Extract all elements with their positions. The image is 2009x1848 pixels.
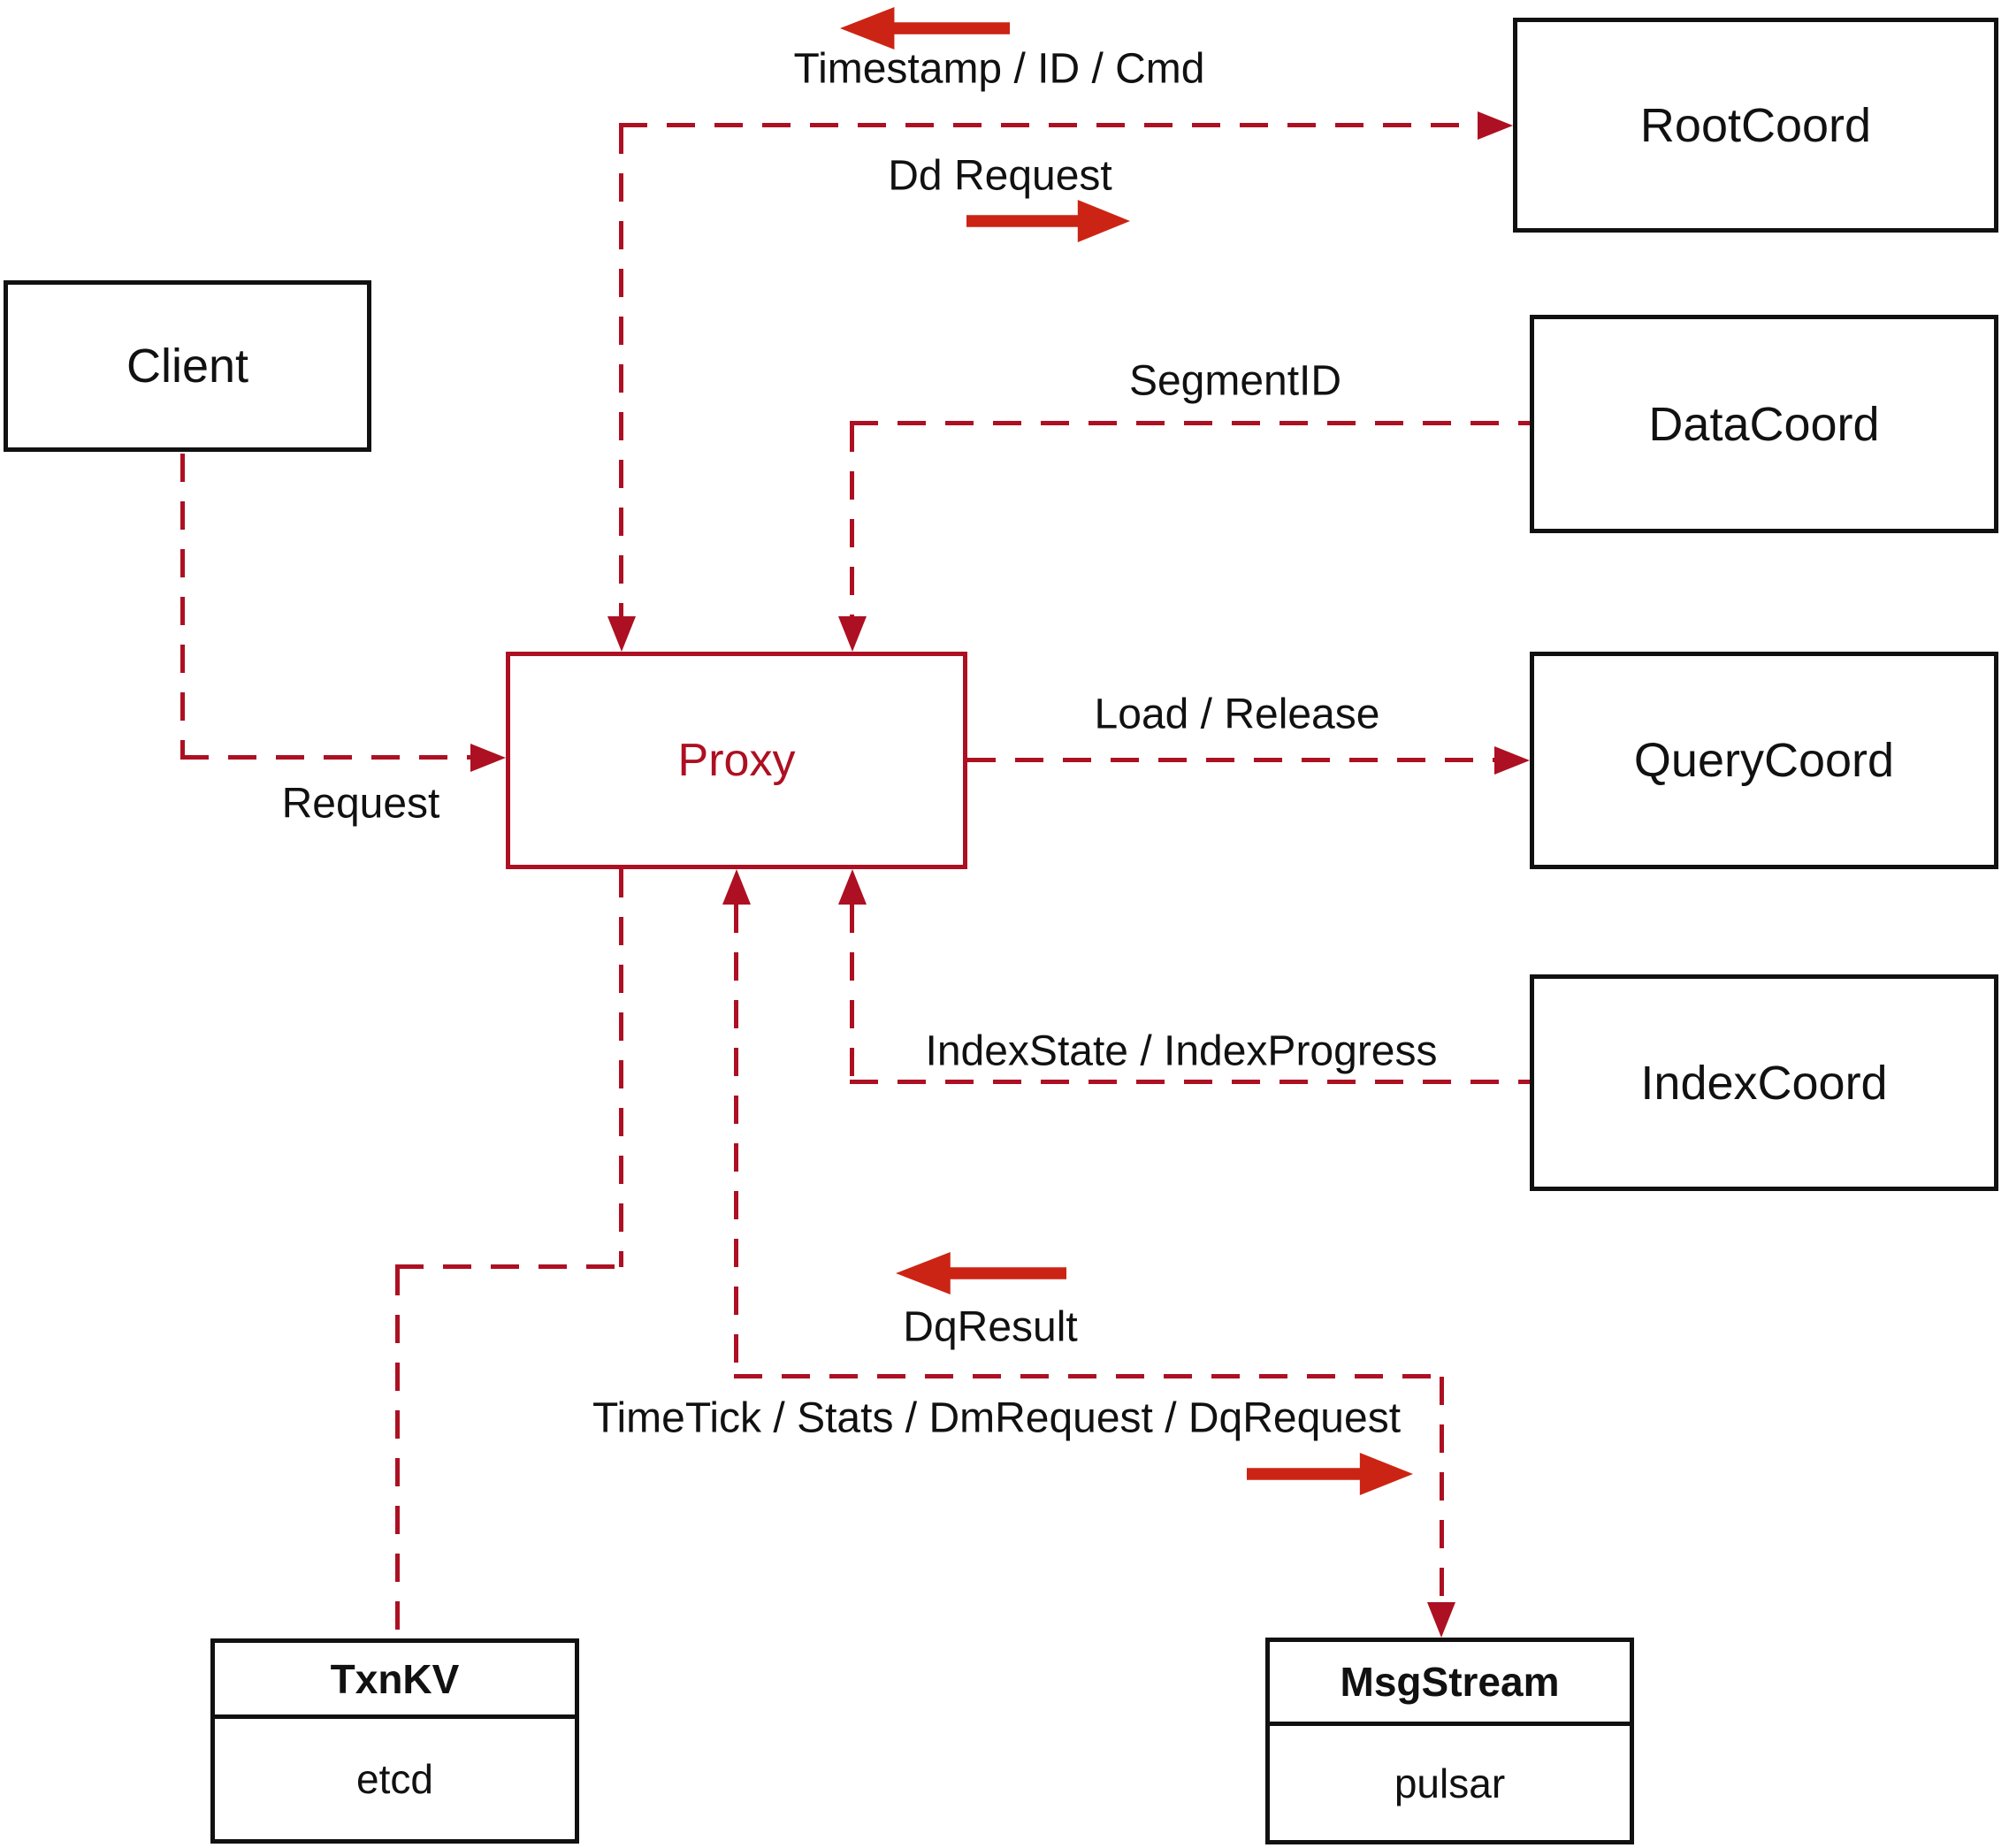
edge-label-dqresult: DqResult xyxy=(903,1303,1078,1351)
edge-label-segment-id: SegmentID xyxy=(1128,357,1342,405)
node-datacoord: DataCoord xyxy=(1530,315,1998,533)
connector-proxy-rootcoord-horizontal xyxy=(619,123,1478,127)
edge-label-timestamp-id-cmd: Timestamp / ID / Cmd xyxy=(793,45,1205,93)
connector-indexcoord-proxy-vertical xyxy=(850,905,854,1082)
node-proxy: Proxy xyxy=(506,652,967,869)
edge-label-load-release: Load / Release xyxy=(1094,691,1380,738)
edge-label-indexstate-indexprogress: IndexState / IndexProgress xyxy=(925,1027,1438,1075)
connector-proxy-txnkv-vertical-upper xyxy=(619,869,623,1267)
connector-client-proxy-vertical xyxy=(180,454,185,758)
connector-proxy-querycoord xyxy=(967,758,1494,762)
node-querycoord-label: QueryCoord xyxy=(1633,734,1895,787)
node-indexcoord-label: IndexCoord xyxy=(1640,1056,1888,1110)
arrowhead-into-querycoord xyxy=(1494,746,1530,775)
direction-arrow-ddrequest-right xyxy=(966,200,1130,242)
edge-label-timetick-stats: TimeTick / Stats / DmRequest / DqRequest xyxy=(592,1394,1402,1442)
edge-label-dd-request: Dd Request xyxy=(888,152,1112,200)
connector-datacoord-proxy-horizontal xyxy=(850,421,1530,425)
arrowhead-into-msgstream xyxy=(1427,1602,1455,1638)
connector-datacoord-proxy-vertical xyxy=(850,424,854,616)
node-rootcoord: RootCoord xyxy=(1513,18,1998,233)
connector-indexcoord-proxy-horizontal xyxy=(850,1080,1530,1084)
connector-proxy-msgstream-horizontal xyxy=(734,1374,1444,1378)
node-txnkv: TxnKV etcd xyxy=(210,1638,579,1844)
direction-arrow-timestamp-left xyxy=(840,7,1010,50)
node-msgstream-title: MsgStream xyxy=(1270,1642,1630,1726)
arrowhead-into-proxy-left xyxy=(470,744,506,772)
node-txnkv-subtitle: etcd xyxy=(356,1756,433,1802)
node-msgstream-subtitle: pulsar xyxy=(1394,1760,1506,1806)
node-indexcoord: IndexCoord xyxy=(1530,974,1998,1191)
arrowhead-into-proxy-bottom-right xyxy=(838,869,867,905)
direction-arrow-dqresult-left xyxy=(896,1252,1066,1294)
node-client: Client xyxy=(4,280,371,452)
connector-proxy-msgstream-vertical-upper xyxy=(734,905,738,1377)
node-rootcoord-label: RootCoord xyxy=(1639,98,1872,152)
edge-label-request: Request xyxy=(281,780,440,828)
node-querycoord: QueryCoord xyxy=(1530,652,1998,869)
arrowhead-into-rootcoord xyxy=(1478,111,1513,140)
node-client-label: Client xyxy=(126,340,249,393)
connector-client-proxy-horizontal xyxy=(180,755,470,760)
node-proxy-label: Proxy xyxy=(677,735,796,786)
connector-proxy-msgstream-vertical-lower xyxy=(1440,1377,1444,1602)
node-datacoord-label: DataCoord xyxy=(1648,397,1880,451)
arrowhead-into-proxy-top-right xyxy=(838,616,867,652)
connector-proxy-txnkv-horizontal xyxy=(395,1264,623,1269)
connector-proxy-rootcoord-vertical xyxy=(619,126,623,616)
arrowhead-into-proxy-top-left xyxy=(607,616,636,652)
node-txnkv-title: TxnKV xyxy=(215,1643,575,1719)
node-msgstream: MsgStream pulsar xyxy=(1265,1638,1634,1844)
direction-arrow-timetick-right xyxy=(1247,1453,1413,1495)
connector-proxy-txnkv-vertical-lower xyxy=(395,1267,400,1638)
arrowhead-into-proxy-bottom-left xyxy=(722,869,751,905)
